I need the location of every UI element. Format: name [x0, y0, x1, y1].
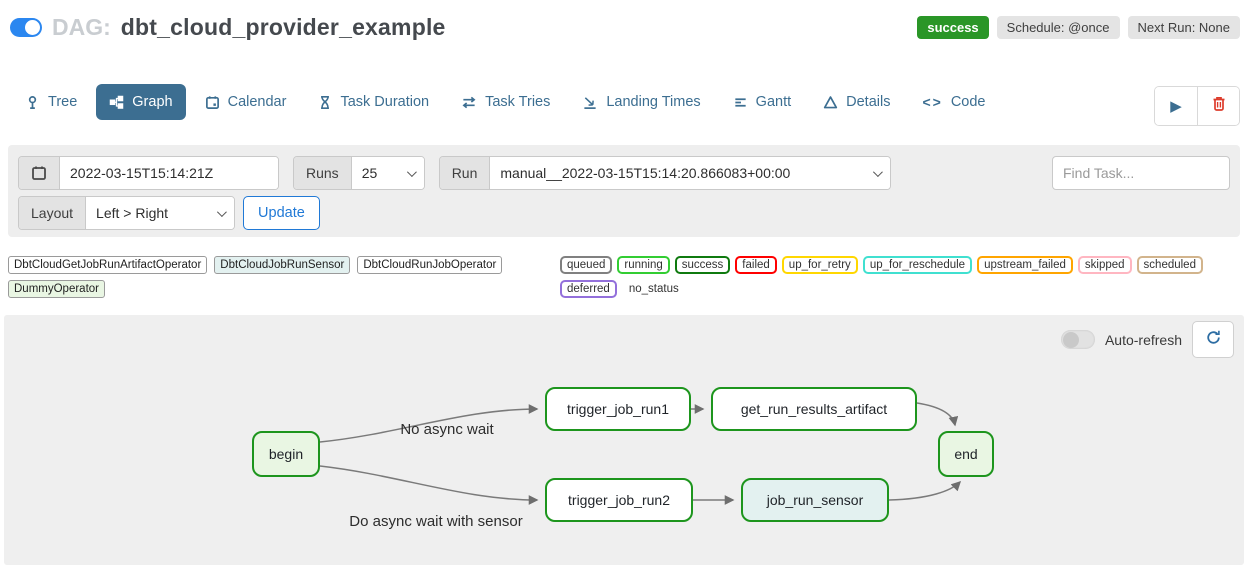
- plane-landing-icon: [582, 95, 598, 110]
- tab-gantt[interactable]: Gantt: [720, 84, 804, 120]
- graph-node-job_run_sensor[interactable]: job_run_sensor: [741, 478, 889, 522]
- view-tabbar: Tree Graph Calendar Task Duration Task T…: [12, 84, 1148, 120]
- layout-select[interactable]: Left > Right: [86, 197, 235, 229]
- dag-prefix-label: DAG:: [52, 14, 111, 40]
- status-legend-badge: scheduled: [1136, 256, 1203, 274]
- toggle-knob: [25, 20, 40, 35]
- tree-icon: [25, 95, 40, 110]
- layout-label: Layout: [19, 197, 87, 229]
- status-legend-badge: no_status: [628, 283, 679, 295]
- code-icon: <>: [922, 94, 943, 110]
- chevron-down-icon: [406, 166, 417, 177]
- trash-icon: [1211, 95, 1227, 117]
- tab-tree[interactable]: Tree: [12, 84, 90, 120]
- find-task-input[interactable]: [1052, 156, 1230, 190]
- schedule-badge: Schedule: @once: [996, 16, 1120, 39]
- dag-edges: No async wait Do async wait with sensor: [319, 402, 962, 530]
- dag-graph-canvas[interactable]: Auto-refresh No async wait Do async wait…: [4, 315, 1244, 565]
- tab-details[interactable]: Details: [810, 84, 903, 120]
- update-button[interactable]: Update: [243, 196, 320, 230]
- edge-label-do-async-wait: Do async wait with sensor: [349, 513, 522, 530]
- legend: DbtCloudGetJobRunArtifactOperator DbtClou…: [8, 256, 1244, 298]
- status-legend-badge: upstream_failed: [977, 256, 1073, 274]
- toggle-knob: [1062, 331, 1079, 348]
- trigger-dag-button[interactable]: ▶: [1155, 87, 1197, 125]
- repeat-icon: [461, 95, 477, 110]
- status-legend-badge: skipped: [1077, 256, 1132, 274]
- graph-icon: [109, 95, 124, 110]
- play-icon: ▶: [1170, 98, 1182, 115]
- status-legend-badge: success: [674, 256, 731, 274]
- tab-landing-times[interactable]: Landing Times: [569, 84, 713, 120]
- auto-refresh-toggle[interactable]: [1060, 330, 1095, 349]
- gantt-icon: [733, 95, 748, 110]
- chevron-down-icon: [217, 206, 227, 217]
- operator-legend-badge: DbtCloudRunJobOperator: [357, 256, 503, 274]
- refresh-icon: [1205, 329, 1222, 351]
- details-triangle-icon: [823, 95, 838, 110]
- edge-get_run_results_artifact-end: [916, 402, 959, 427]
- status-legend-badge: deferred: [560, 280, 617, 298]
- graph-node-trigger_job_run1[interactable]: trigger_job_run1: [545, 387, 691, 431]
- operator-legend: DbtCloudGetJobRunArtifactOperator DbtClou…: [8, 256, 554, 298]
- edge-label-no-async-wait: No async wait: [400, 421, 494, 438]
- edge-begin-trigger_job_run2: [319, 465, 539, 505]
- status-legend-badge: up_for_retry: [781, 256, 858, 274]
- page-title: dbt_cloud_provider_example: [120, 14, 446, 40]
- status-legend-badge: queued: [560, 256, 613, 274]
- dag-pause-toggle[interactable]: [10, 18, 42, 37]
- delete-dag-button[interactable]: [1197, 87, 1239, 125]
- status-legend-badge: running: [617, 256, 670, 274]
- dag-header: DAG: dbt_cloud_provider_example success …: [10, 14, 1240, 41]
- status-legend-badge: up_for_reschedule: [862, 256, 973, 274]
- operator-legend-badge: DummyOperator: [8, 280, 105, 298]
- tab-task-tries[interactable]: Task Tries: [448, 84, 563, 120]
- refresh-button[interactable]: [1192, 321, 1234, 358]
- graph-node-get_run_results_artifact[interactable]: get_run_results_artifact: [711, 387, 917, 431]
- tab-graph[interactable]: Graph: [96, 84, 186, 120]
- calendar-icon: [205, 95, 220, 110]
- dag-actions: ▶: [1154, 86, 1240, 126]
- tab-calendar[interactable]: Calendar: [192, 84, 300, 120]
- edge-job_run_sensor-end: [888, 480, 962, 501]
- runs-label: Runs: [294, 157, 352, 189]
- base-date-calendar-icon[interactable]: [19, 157, 60, 189]
- run-select[interactable]: manual__2022-03-15T15:14:20.866083+00:00: [490, 157, 891, 189]
- graph-node-trigger_job_run2[interactable]: trigger_job_run2: [545, 478, 693, 522]
- status-legend-badge: failed: [735, 256, 777, 274]
- auto-refresh-label: Auto-refresh: [1104, 331, 1182, 348]
- status-badge: success: [917, 16, 989, 39]
- tab-task-duration[interactable]: Task Duration: [305, 84, 442, 120]
- chevron-down-icon: [873, 166, 884, 177]
- runs-select[interactable]: 25: [351, 157, 424, 189]
- operator-legend-badge: DbtCloudJobRunSensor: [214, 256, 351, 274]
- next-run-badge: Next Run: None: [1127, 16, 1240, 39]
- hourglass-icon: [318, 95, 332, 110]
- edge-begin-trigger_job_run1: [319, 404, 539, 443]
- filter-panel: Runs 25 Run manual__2022-03-15T15:14:20.…: [8, 145, 1240, 237]
- tab-code[interactable]: <> Code: [922, 94, 986, 110]
- run-label: Run: [439, 157, 491, 189]
- graph-node-begin[interactable]: begin: [252, 431, 320, 477]
- operator-legend-badge: DbtCloudGetJobRunArtifactOperator: [8, 256, 208, 274]
- graph-node-end[interactable]: end: [938, 431, 994, 477]
- base-date-input[interactable]: [60, 157, 278, 189]
